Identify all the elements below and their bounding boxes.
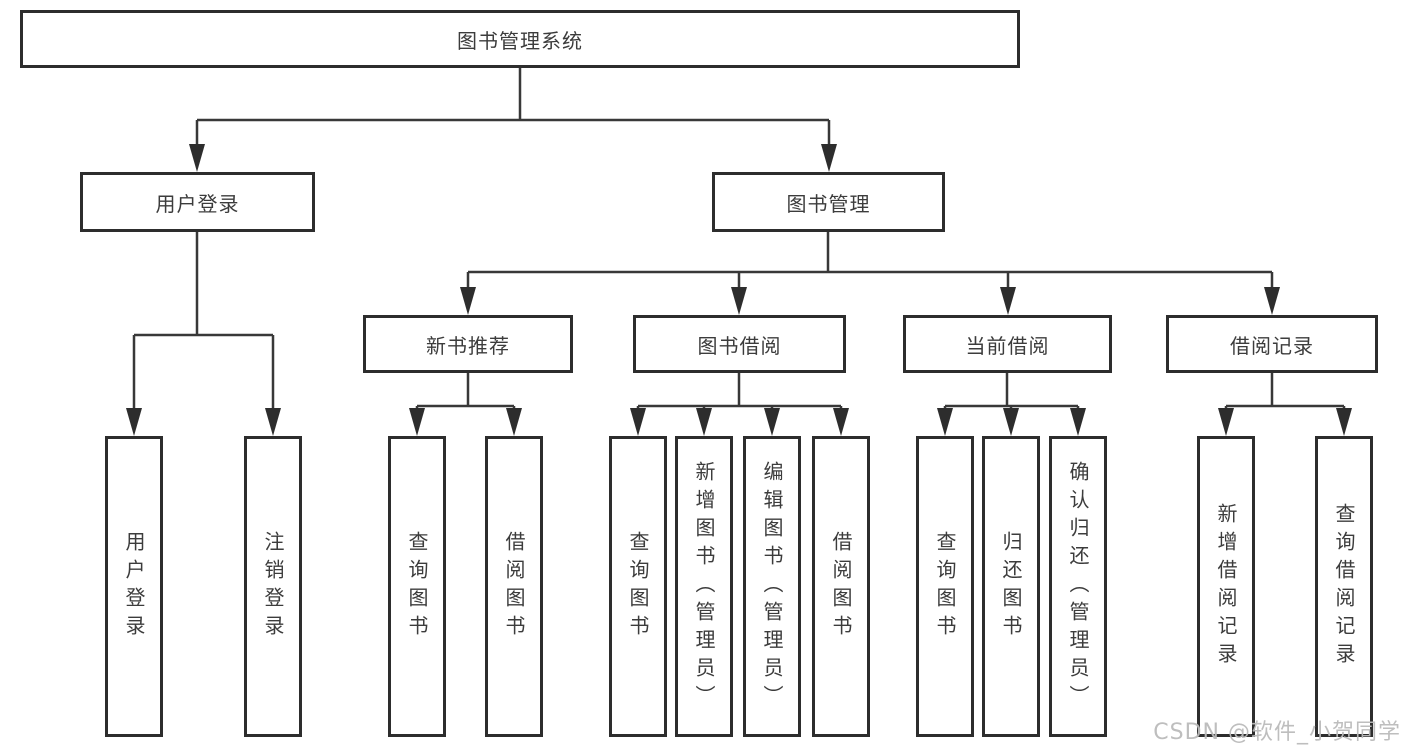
csdn-watermark: CSDN @软件_小贺同学 <box>1153 720 1401 745</box>
node-book-borrow: 图书借阅 <box>633 315 846 373</box>
leaf-add-borrow-record: 新增借阅记录 <box>1197 436 1255 737</box>
node-root: 图书管理系统 <box>20 10 1020 68</box>
wire-curr-borrow-to-leaves <box>943 373 1080 410</box>
node-book-management-label: 图书管理 <box>786 191 871 216</box>
leaf-confirm-return-admin-label: 确认归还（管理员） <box>1066 460 1090 713</box>
leaf-query-books-2-label: 查询图书 <box>626 530 650 643</box>
leaf-confirm-return-admin: 确认归还（管理员） <box>1049 436 1107 737</box>
leaf-borrow-books-2: 借阅图书 <box>812 436 870 737</box>
arrowhead-icon <box>1336 408 1352 436</box>
leaf-edit-books-admin-label: 编辑图书（管理员） <box>760 460 784 713</box>
wire-new-rec-to-leaves <box>415 373 516 410</box>
arrowhead-icon <box>265 408 281 436</box>
arrowhead-icon <box>630 408 646 436</box>
node-new-book-recommend: 新书推荐 <box>363 315 573 373</box>
node-book-borrow-label: 图书借阅 <box>697 333 782 358</box>
arrowhead-icon <box>764 408 780 436</box>
connector-paths <box>132 68 1346 410</box>
arrowheads <box>126 144 1352 436</box>
arrowhead-icon <box>833 408 849 436</box>
arrowhead-icon <box>126 408 142 436</box>
wire-root-to-level2 <box>195 68 831 146</box>
arrowhead-icon <box>506 408 522 436</box>
leaf-return-books: 归还图书 <box>982 436 1040 737</box>
wire-book-mgmt-to-level3 <box>466 232 1274 289</box>
leaf-edit-books-admin: 编辑图书（管理员） <box>743 436 801 737</box>
leaf-query-borrow-record-label: 查询借阅记录 <box>1332 502 1356 671</box>
leaf-add-books-admin-label: 新增图书（管理员） <box>692 460 716 713</box>
arrowhead-icon <box>1070 408 1086 436</box>
arrowhead-icon <box>1264 287 1280 315</box>
leaf-borrow-books-1-label: 借阅图书 <box>502 530 526 643</box>
node-book-management: 图书管理 <box>712 172 945 232</box>
arrowhead-icon <box>1003 408 1019 436</box>
node-user-login-label: 用户登录 <box>155 191 240 216</box>
leaf-query-books-1: 查询图书 <box>388 436 446 737</box>
leaf-query-books-3-label: 查询图书 <box>933 530 957 643</box>
wire-book-borrow-to-leaves <box>636 373 843 410</box>
arrowhead-icon <box>696 408 712 436</box>
arrowhead-icon <box>731 287 747 315</box>
leaf-query-borrow-record: 查询借阅记录 <box>1315 436 1373 737</box>
node-root-label: 图书管理系统 <box>457 28 583 53</box>
leaf-add-borrow-record-label: 新增借阅记录 <box>1214 502 1238 671</box>
leaf-logout: 注销登录 <box>244 436 302 737</box>
wire-borrow-rec-to-leaves <box>1224 373 1346 410</box>
node-current-borrow-label: 当前借阅 <box>965 333 1050 358</box>
arrowhead-icon <box>189 144 205 172</box>
leaf-logout-label: 注销登录 <box>261 530 285 643</box>
arrowhead-icon <box>409 408 425 436</box>
arrowhead-icon <box>460 287 476 315</box>
arrowhead-icon <box>1000 287 1016 315</box>
node-user-login: 用户登录 <box>80 172 315 232</box>
leaf-query-books-3: 查询图书 <box>916 436 974 737</box>
leaf-query-books-1-label: 查询图书 <box>405 530 429 643</box>
node-borrow-records-label: 借阅记录 <box>1230 333 1314 358</box>
leaf-borrow-books-2-label: 借阅图书 <box>829 530 853 643</box>
wire-user-login-to-leaves <box>132 232 275 410</box>
leaf-return-books-label: 归还图书 <box>999 530 1023 643</box>
node-new-book-recommend-label: 新书推荐 <box>426 333 510 358</box>
leaf-user-login: 用户登录 <box>105 436 163 737</box>
arrowhead-icon <box>821 144 837 172</box>
arrowhead-icon <box>1218 408 1234 436</box>
arrowhead-icon <box>937 408 953 436</box>
node-borrow-records: 借阅记录 <box>1166 315 1378 373</box>
leaf-user-login-label: 用户登录 <box>122 530 146 643</box>
node-current-borrow: 当前借阅 <box>903 315 1112 373</box>
leaf-add-books-admin: 新增图书（管理员） <box>675 436 733 737</box>
leaf-borrow-books-1: 借阅图书 <box>485 436 543 737</box>
leaf-query-books-2: 查询图书 <box>609 436 667 737</box>
